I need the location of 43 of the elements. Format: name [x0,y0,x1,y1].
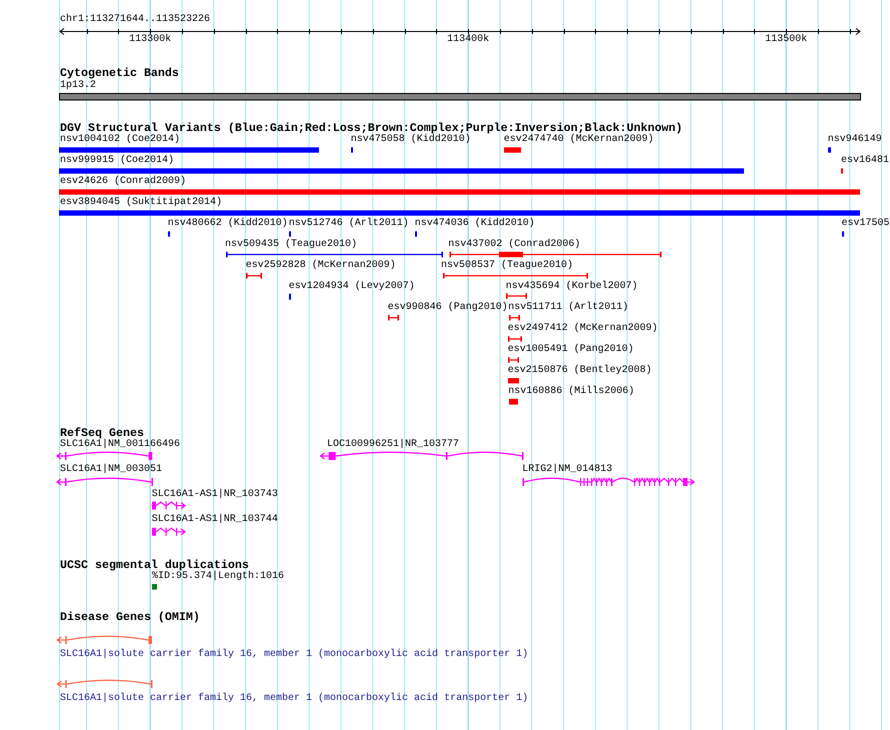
variant-label: nsv508537 (Teague2010) [441,260,574,272]
gene-label: SLC16A1-AS1|NR_103744 [152,514,278,526]
variant-label: nsv475058 (Kidd2010) [350,134,471,146]
variant-label: nsv480662 (Kidd2010) [168,218,288,230]
variant-label: nsv1004102 (Coe2014) [60,134,180,146]
variant-label: nsv511711 (Arlt2011) [508,302,628,314]
track-title: RefSeq Genes [60,427,144,440]
track-title: Disease Genes (OMIM) [60,610,200,623]
variant-label: nsv474036 (Kidd2010) [414,218,535,230]
scale-tick-label: 113500k [765,34,808,46]
track-title: Cytogenetic Bands [60,67,179,80]
variant-label: nsv946149 [828,134,882,146]
disease-gene-label: SLC16A1|solute carrier family 16, member 1 (monocarboxylic acid transporter 1) [60,692,528,705]
gene-label: LOC100996251|NR_103777 [327,439,460,451]
variant-label: esv2592828 (McKernan2009) [246,260,396,272]
variant-label: esv3894045 (Suktitipat2014) [60,197,222,209]
duplication-label: %ID:95.374|Length:1016 [152,571,284,583]
band-label: 1p13.2 [60,80,96,92]
variant-label: nsv999915 (Coe2014) [60,155,174,167]
gene-label: SLC16A1|NM_001166496 [60,439,180,451]
track-title: DGV Structural Variants (Blue:Gain;Red:Loss;Brown:Complex;Purple:Inversion;Black:Unknown) [60,122,683,134]
scale-tick-label: 113300k [129,34,172,46]
variant-label: esv17505 [842,218,890,230]
track-title: UCSC segmental duplications [60,559,249,571]
disease-gene-label: SLC16A1|solute carrier family 16, member 1 (monocarboxylic acid transporter 1) [60,649,528,661]
gene-label: SLC16A1|NM_003051 [60,464,162,476]
scale-tick-label: 113400k [447,34,490,46]
gene-label: LRIG2|NM_014813 [522,464,612,476]
variant-label: esv24626 (Conrad2009) [60,176,186,188]
variant-label: esv16481 [841,155,890,167]
variant-label: esv1204934 (Levy2007) [288,281,415,293]
variant-label: esv990846 (Pang2010) [388,302,508,314]
gene-label: SLC16A1-AS1|NR_103743 [152,489,278,501]
variant-label: nsv160886 (Mills2006) [508,386,634,398]
coordinate-range-label: chr1:113271644..113523226 [60,14,210,26]
variant-label: esv2497412 (McKernan2009) [508,323,658,335]
variant-label: esv2474740 (McKernan2009) [504,134,654,146]
variant-label: esv2150876 (Bentley2008) [508,364,652,377]
variant-label: nsv512746 (Arlt2011) [288,218,409,230]
variant-label: nsv509435 (Teague2010) [225,239,358,251]
variant-label: nsv437002 (Conrad2006) [448,239,580,251]
variant-label: esv1005491 (Pang2010) [508,344,634,356]
variant-label: nsv435694 (Korbel2007) [506,281,638,293]
